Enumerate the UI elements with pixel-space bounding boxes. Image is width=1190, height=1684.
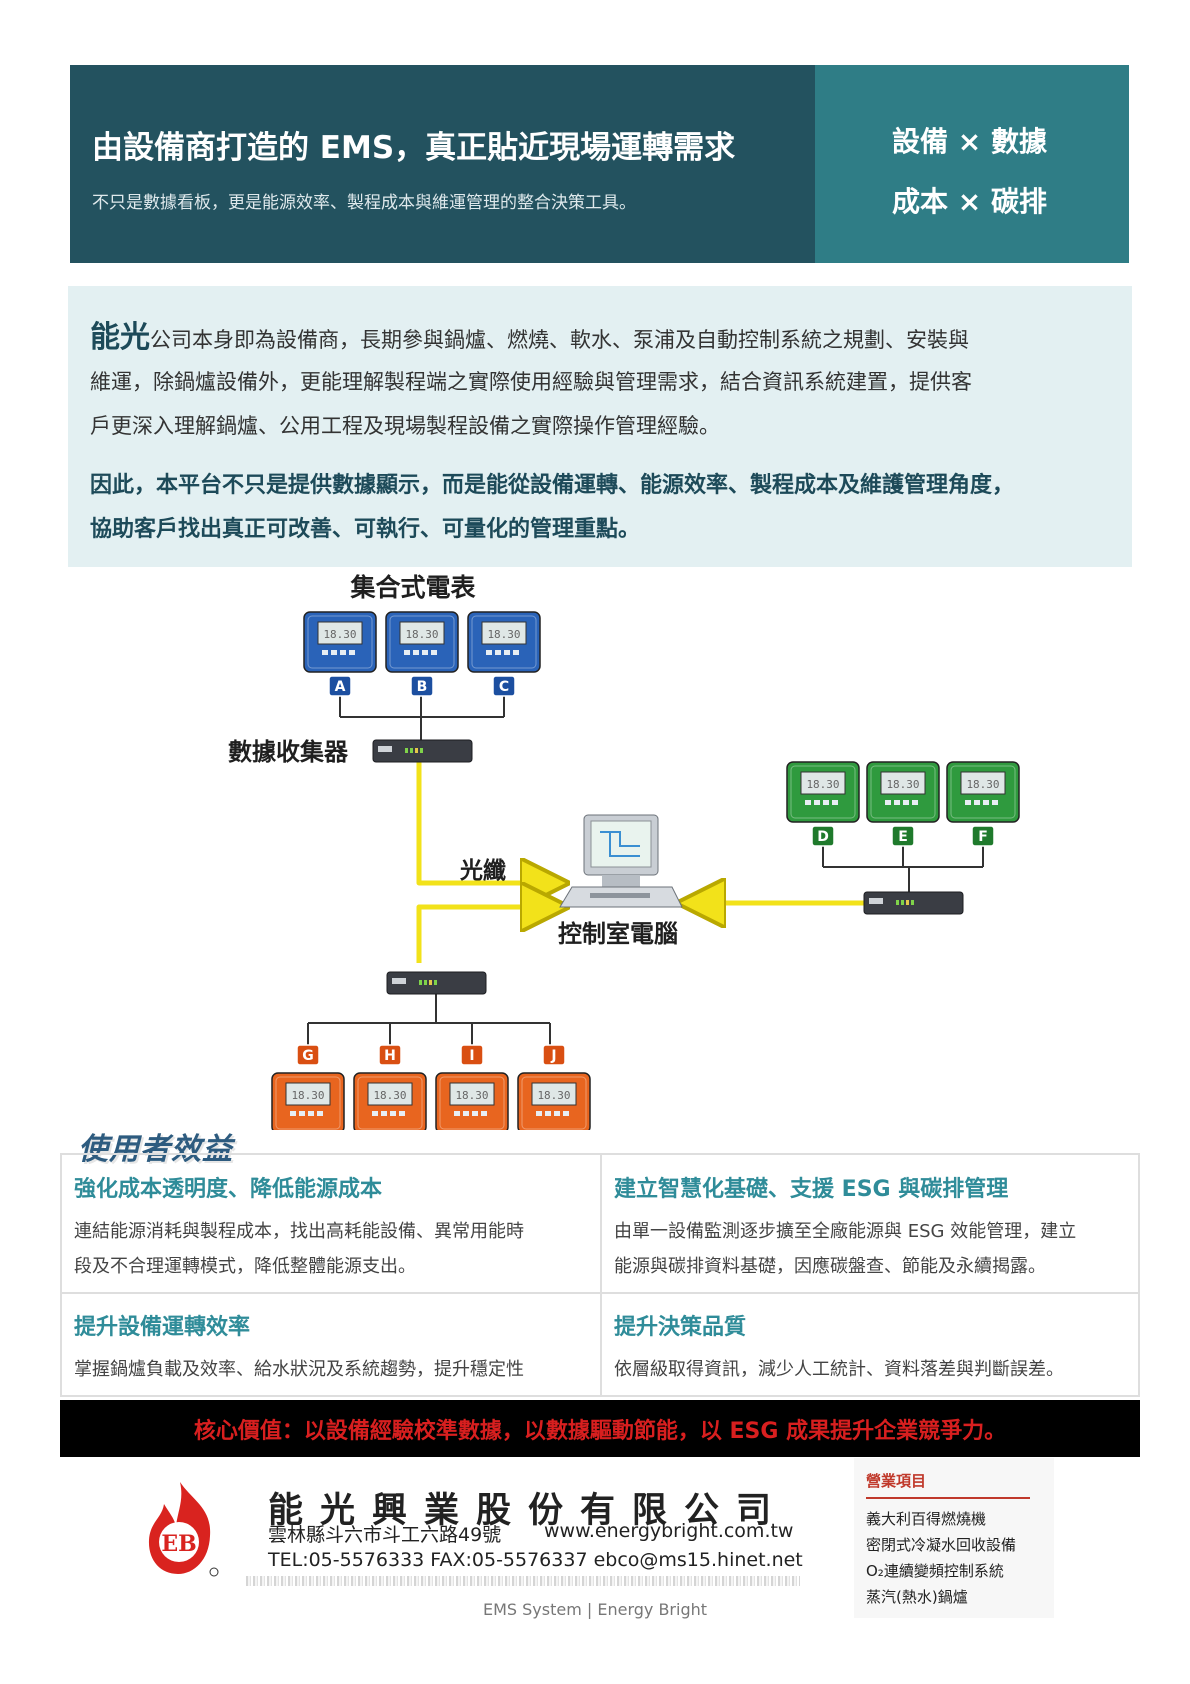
meter-badge-e: E: [891, 825, 915, 847]
brand-name: 能光: [90, 320, 150, 355]
company-website: www.energybright.com.tw: [544, 1520, 794, 1542]
collector-label: 數據收集器: [228, 738, 349, 766]
fiber-label: 光纖: [459, 857, 506, 884]
business-title: 營業項目: [866, 1472, 927, 1490]
tag-cost-carbon: 成本 × 碳排: [892, 185, 1047, 218]
meter-badge-c: C: [492, 675, 516, 697]
intro-line-3: 戶更深入理解鍋爐、公用工程及現場製程設備之實際操作管理經驗。: [90, 414, 720, 438]
meter-display: 18.30: [373, 1089, 406, 1102]
footer-note: EMS System | Energy Bright: [482, 1600, 708, 1619]
intro-box: [68, 286, 1132, 567]
meter-f: 18.30: [946, 761, 1020, 823]
meter-e: 18.30: [866, 761, 940, 823]
business-item: 蒸汽(熱水)鍋爐: [866, 1588, 968, 1606]
benefit-1-text-1: 連結能源消耗與製程成本，找出高耗能設備、異常用能時: [74, 1221, 524, 1242]
blue-meter-group: 18.30A 18.30B 18.30C: [303, 611, 541, 697]
meter-b: 18.30: [385, 611, 459, 673]
meter-badge-b: B: [410, 675, 434, 697]
meter-letter: C: [499, 679, 509, 695]
meter-display: 18.30: [886, 778, 919, 791]
business-item: 密閉式冷凝水回收設備: [866, 1536, 1017, 1554]
benefits-section-title: 使用者效益: [78, 1132, 233, 1167]
meter-display: 18.30: [806, 778, 839, 791]
business-panel: [854, 1458, 1054, 1618]
data-collector-right: [863, 891, 964, 915]
ems-network-diagram: 集合式電表 數據收集器 光纖 控制室電腦 18.30A18.30B18.30C …: [228, 573, 1020, 1130]
meter-letter: G: [302, 1048, 314, 1064]
benefit-1-text-2: 段及不合理運轉模式，降低整體能源支出。: [74, 1256, 416, 1277]
page-title: 由設備商打造的 EMS，真正貼近現場運轉需求: [92, 130, 736, 166]
company-flame-logo: EB: [148, 1482, 219, 1577]
footer-texture-strip: [246, 1576, 800, 1586]
benefit-1-title: 強化成本透明度、降低能源成本: [74, 1177, 383, 1202]
meter-g: 18.30: [271, 1072, 345, 1130]
meter-i: 18.30: [435, 1072, 509, 1130]
intro-bold-1: 因此，本平台不只是提供數據顯示，而是能從設備運轉、能源效率、製程成本及維護管理角…: [90, 473, 1015, 498]
meter-h: 18.30: [353, 1072, 427, 1130]
meter-letter: A: [335, 679, 346, 695]
meter-letter: H: [384, 1048, 396, 1064]
meter-letter: E: [898, 829, 908, 845]
meter-display: 18.30: [323, 628, 356, 641]
intro-bold-2: 協助客戶找出真正可改善、可執行、可量化的管理重點。: [90, 517, 641, 542]
meter-display: 18.30: [487, 628, 520, 641]
meter-letter: I: [469, 1048, 474, 1064]
control-room-computer-icon: [559, 814, 683, 908]
fiber-lines: [416, 762, 864, 963]
meter-display: 18.30: [405, 628, 438, 641]
intro-text: 公司本身即為設備商，長期參與鍋爐、燃燒、軟水、泵浦及自動控制系統之規劃、安裝與: [150, 328, 969, 352]
meter-d: 18.30: [786, 761, 860, 823]
core-value-text: 核心價值：以設備經驗校準數據，以數據驅動節能，以 ESG 成果提升企業競爭力。: [193, 1419, 1007, 1444]
business-item: O₂連續變頻控制系統: [866, 1562, 1004, 1580]
core-value-banner: [60, 1400, 1140, 1457]
meter-badge-i: I: [460, 1044, 484, 1066]
pc-label: 控制室電腦: [558, 920, 678, 948]
meter-letter: J: [550, 1048, 556, 1064]
benefit-2-text-1: 由單一設備監測逐步擴至全廠能源與 ESG 效能管理，建立: [614, 1221, 1077, 1242]
benefit-2-title: 建立智慧化基礎、支援 ESG 與碳排管理: [614, 1177, 1009, 1202]
benefit-3-text: 掌握鍋爐負載及效率、給水狀況及系統趨勢，提升穩定性: [74, 1359, 524, 1380]
header-tag-panel: [815, 65, 1129, 263]
benefit-4-title: 提升決策品質: [614, 1315, 747, 1340]
benefit-2-text-2: 能源與碳排資料基礎，因應碳盤查、節能及永續揭露。: [614, 1256, 1046, 1277]
company-contact: TEL:05-5576333 FAX:05-5576337 ebco@ms15.…: [268, 1549, 803, 1571]
meter-badge-d: D: [811, 825, 835, 847]
logo-text: EB: [161, 1531, 196, 1557]
meter-display: 18.30: [455, 1089, 488, 1102]
meter-j: 18.30: [517, 1072, 591, 1130]
company-name: 能光興業股份有限公司: [268, 1491, 789, 1531]
header-banner: [70, 65, 815, 263]
meter-display: 18.30: [291, 1089, 324, 1102]
benefit-3-title: 提升設備運轉效率: [74, 1315, 251, 1340]
data-collector-bottom: [386, 971, 487, 995]
meter-badge-a: A: [328, 675, 352, 697]
business-title-rule: [866, 1497, 1030, 1499]
meter-a: 18.30: [303, 611, 377, 673]
meter-letter: F: [978, 829, 988, 845]
company-address: 雲林縣斗六市斗工六路49號: [268, 1524, 502, 1546]
meter-c: 18.30: [467, 611, 541, 673]
data-collector-main: [372, 739, 473, 763]
intro-line-2: 維運，除鍋爐設備外，更能理解製程端之實際使用經驗與管理需求，結合資訊系統建置，提…: [90, 370, 972, 394]
meters-label: 集合式電表: [349, 573, 476, 602]
page-subtitle: 不只是數據看板，更是能源效率、製程成本與維運管理的整合決策工具。: [92, 193, 636, 213]
orange-meter-group: 18.30 G 18.30 H 18.30 I 18.30 J: [271, 1044, 591, 1130]
business-item: 義大利百得燃燒機: [866, 1510, 987, 1528]
tag-equipment-data: 設備 × 數據: [892, 125, 1047, 158]
intro-line-1: 能光公司本身即為設備商，長期參與鍋爐、燃燒、軟水、泵浦及自動控制系統之規劃、安裝…: [90, 312, 969, 356]
meter-badge-g: G: [296, 1044, 320, 1066]
benefit-4-text: 依層級取得資訊，減少人工統計、資料落差與判斷誤差。: [614, 1359, 1064, 1380]
meter-badge-j: J: [542, 1044, 566, 1066]
meter-letter: B: [417, 679, 428, 695]
green-meter-group: 18.30D 18.30E 18.30F: [786, 761, 1020, 847]
meter-badge-h: H: [378, 1044, 402, 1066]
meter-badge-f: F: [971, 825, 995, 847]
meter-display: 18.30: [966, 778, 999, 791]
grid-divider-horizontal: [60, 1292, 1140, 1294]
meter-letter: D: [817, 829, 829, 845]
orange-meter-wiring: [307, 994, 551, 1045]
grid-divider-vertical: [600, 1153, 602, 1397]
meter-display: 18.30: [537, 1089, 570, 1102]
